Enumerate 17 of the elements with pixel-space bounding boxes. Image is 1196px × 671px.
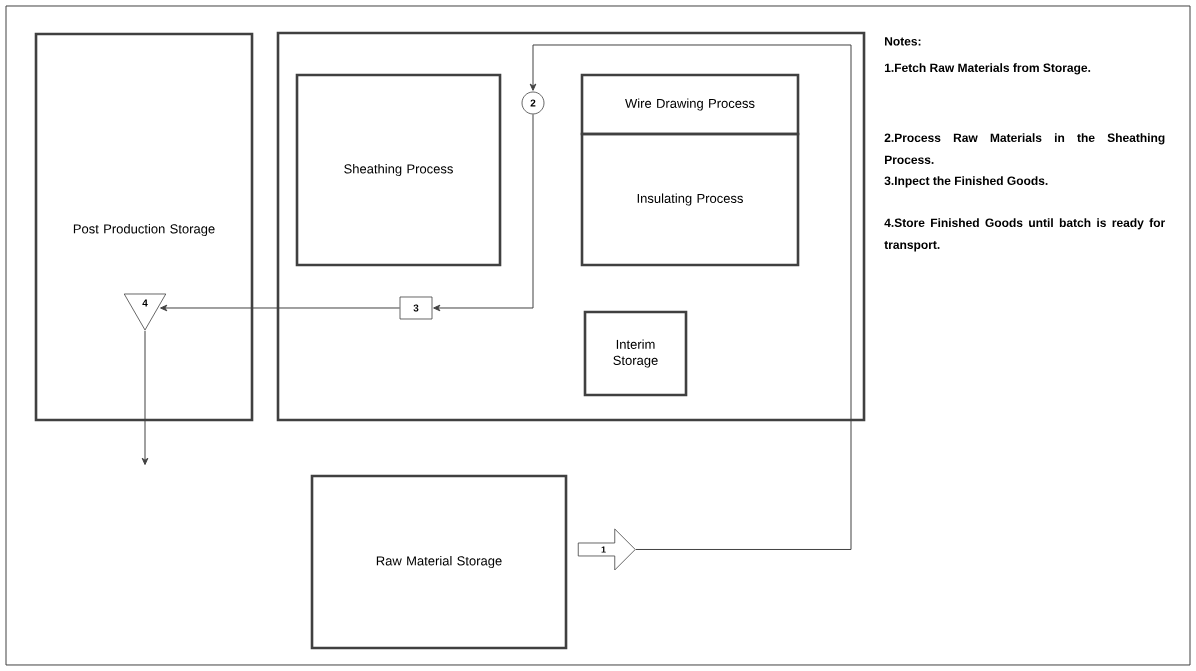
note-text: 1.Fetch Raw Materials from Storage. — [884, 63, 1091, 75]
arrow — [433, 113, 534, 312]
note-text: 4.Store Finished Goods until batch is ready for transport. — [884, 218, 1165, 252]
process-box: Interim Storage — [583, 310, 688, 397]
process-box: Raw Material Storage — [310, 474, 568, 650]
note-text: 3.Inpect the Finished Goods. — [884, 176, 1048, 188]
inspection-box: 3 — [399, 296, 433, 320]
arrow — [160, 304, 401, 312]
arrow — [141, 330, 149, 466]
notes-heading: Notes: — [885, 37, 921, 46]
note-text: 2.Process Raw Materials in the Sheathing Process. — [884, 133, 1165, 164]
process-box: Sheathing Process — [295, 73, 502, 267]
arrow — [529, 44, 852, 550]
area-box — [276, 31, 866, 422]
process-box: Wire Drawing Process — [580, 73, 800, 136]
storage-triangle: 4 — [123, 293, 167, 331]
process-box: Insulating Process — [580, 132, 800, 267]
